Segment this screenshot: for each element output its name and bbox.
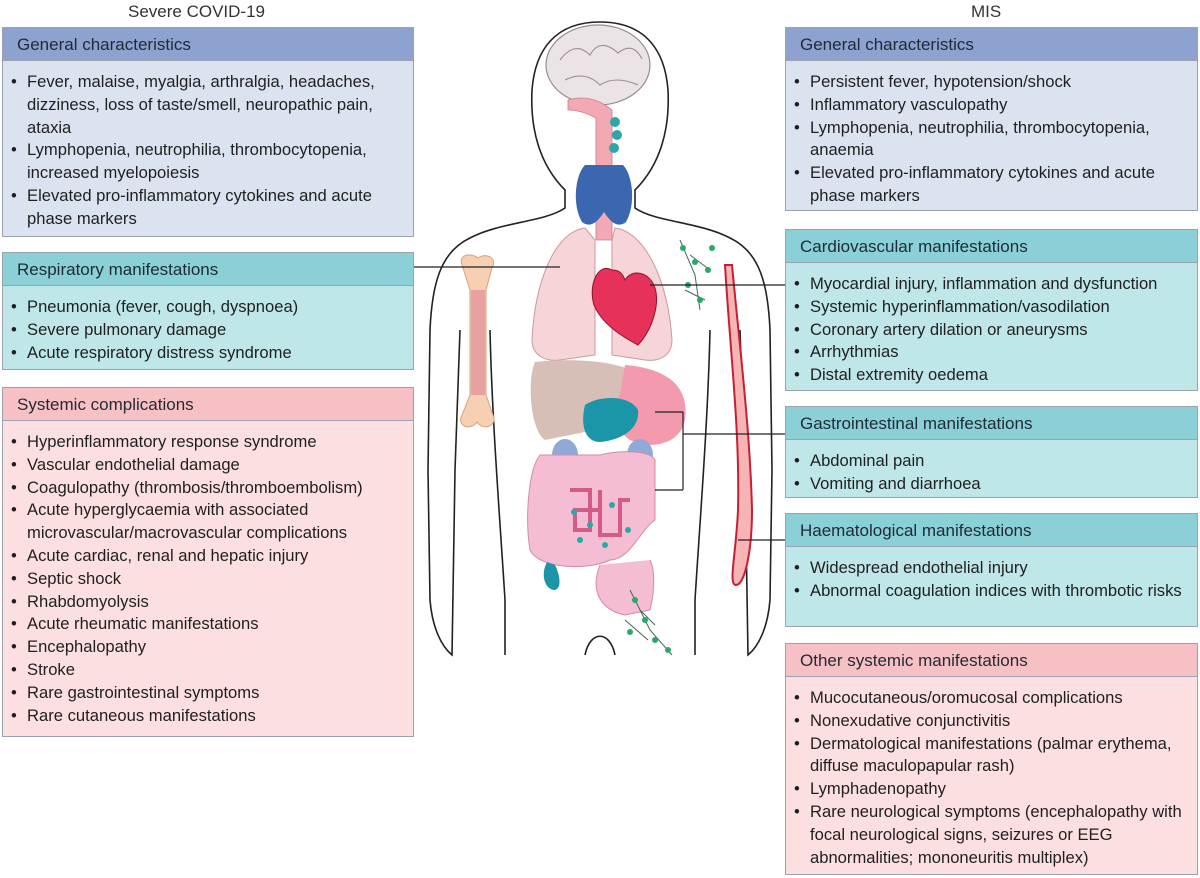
list-item: Widespread endothelial injury — [794, 557, 1191, 580]
item-list: Fever, malaise, myalgia, arthralgia, hea… — [3, 61, 413, 231]
list-item: Mucocutaneous/oromucosal complications — [794, 687, 1191, 710]
list-item: Fever, malaise, myalgia, arthralgia, hea… — [11, 71, 407, 139]
list-item: Pneumonia (fever, cough, dyspnoea) — [11, 296, 407, 319]
list-item: Vomiting and diarrhoea — [794, 473, 1191, 496]
mis-title: MIS — [971, 2, 1002, 21]
panel-heading: Other systemic manifestations — [786, 644, 1197, 677]
list-item: Rare neurological symptoms (encephalopat… — [794, 801, 1191, 869]
covid-general-panel: General characteristics Fever, malaise, … — [2, 27, 414, 237]
body-outline — [427, 21, 601, 657]
spleen-icon — [583, 398, 639, 442]
panel-heading: Cardiovascular manifestations — [786, 230, 1197, 263]
mis-cardiovascular-panel: Cardiovascular manifestations Myocardial… — [785, 229, 1198, 391]
heart-icon — [591, 267, 657, 346]
list-item: Elevated pro-inflammatory cytokines and … — [11, 185, 407, 231]
list-item: Abnormal coagulation indices with thromb… — [794, 580, 1191, 603]
thyroid-icon — [575, 165, 633, 225]
list-item: Rare gastrointestinal symptoms — [11, 682, 407, 705]
list-item: Dermatological manifestations (palmar er… — [794, 733, 1191, 779]
panel-heading: General characteristics — [3, 28, 413, 61]
list-item: Septic shock — [11, 568, 407, 591]
item-list: Widespread endothelial injuryAbnormal co… — [786, 547, 1197, 603]
lymph-node-icon — [609, 117, 622, 153]
list-item: Acute cardiac, renal and hepatic injury — [11, 545, 407, 568]
list-item: Rare cutaneous manifestations — [11, 705, 407, 728]
item-list: Hyperinflammatory response syndromeVascu… — [3, 421, 413, 727]
list-item: Arrhythmias — [794, 341, 1191, 364]
appendix-icon — [543, 562, 560, 590]
item-list: Pneumonia (fever, cough, dyspnoea)Severe… — [3, 286, 413, 364]
list-item: Vascular endothelial damage — [11, 454, 407, 477]
list-item: Severe pulmonary damage — [11, 319, 407, 342]
connector-lines — [414, 266, 785, 541]
list-item: Myocardial injury, inflammation and dysf… — [794, 273, 1191, 296]
mis-general-panel: General characteristics Persistent fever… — [785, 27, 1198, 211]
item-list: Persistent fever, hypotension/shockInfla… — [786, 61, 1197, 208]
panel-heading: Systemic complications — [3, 388, 413, 421]
item-list: Abdominal painVomiting and diarrhoea — [786, 440, 1197, 496]
severe-covid-title: Severe COVID-19 — [128, 2, 265, 21]
mis-gastrointestinal-panel: Gastrointestinal manifestations Abdomina… — [785, 406, 1198, 498]
list-item: Lymphadenopathy — [794, 778, 1191, 801]
item-list: Myocardial injury, inflammation and dysf… — [786, 263, 1197, 387]
list-item: Inflammatory vasculopathy — [794, 94, 1191, 117]
panel-heading: Haematological manifestations — [786, 514, 1197, 547]
panel-heading: Respiratory manifestations — [3, 253, 413, 286]
bone-icon — [460, 254, 495, 428]
panel-heading: General characteristics — [786, 28, 1197, 61]
list-item: Lymphopenia, neutrophilia, thrombocytope… — [11, 139, 407, 185]
list-item: Lymphopenia, neutrophilia, thrombocytope… — [794, 117, 1191, 163]
list-item: Systemic hyperinflammation/vasodilation — [794, 296, 1191, 319]
list-item: Nonexudative conjunctivitis — [794, 710, 1191, 733]
list-item: Rhabdomyolysis — [11, 591, 407, 614]
list-item: Distal extremity oedema — [794, 364, 1191, 387]
brain-icon — [545, 24, 651, 106]
list-item: Coagulopathy (thrombosis/thromboembolism… — [11, 477, 407, 500]
list-item: Hyperinflammatory response syndrome — [11, 431, 407, 454]
blood-vessel-icon — [723, 264, 754, 587]
list-item: Stroke — [11, 659, 407, 682]
list-item: Elevated pro-inflammatory cytokines and … — [794, 162, 1191, 208]
covid-respiratory-panel: Respiratory manifestations Pneumonia (fe… — [2, 252, 414, 370]
list-item: Acute rheumatic manifestations — [11, 613, 407, 636]
list-item: Acute hyperglycaemia with associated mic… — [11, 499, 407, 545]
list-item: Coronary artery dilation or aneurysms — [794, 319, 1191, 342]
mis-haematological-panel: Haematological manifestations Widespread… — [785, 513, 1198, 627]
panel-heading: Gastrointestinal manifestations — [786, 407, 1197, 440]
mis-other-panel: Other systemic manifestations Mucocutane… — [785, 643, 1198, 875]
list-item: Abdominal pain — [794, 450, 1191, 473]
intestines-icon — [527, 451, 656, 616]
covid-systemic-panel: Systemic complications Hyperinflammatory… — [2, 387, 414, 737]
list-item: Persistent fever, hypotension/shock — [794, 71, 1191, 94]
list-item: Acute respiratory distress syndrome — [11, 342, 407, 365]
list-item: Encephalopathy — [11, 636, 407, 659]
item-list: Mucocutaneous/oromucosal complicationsNo… — [786, 677, 1197, 869]
